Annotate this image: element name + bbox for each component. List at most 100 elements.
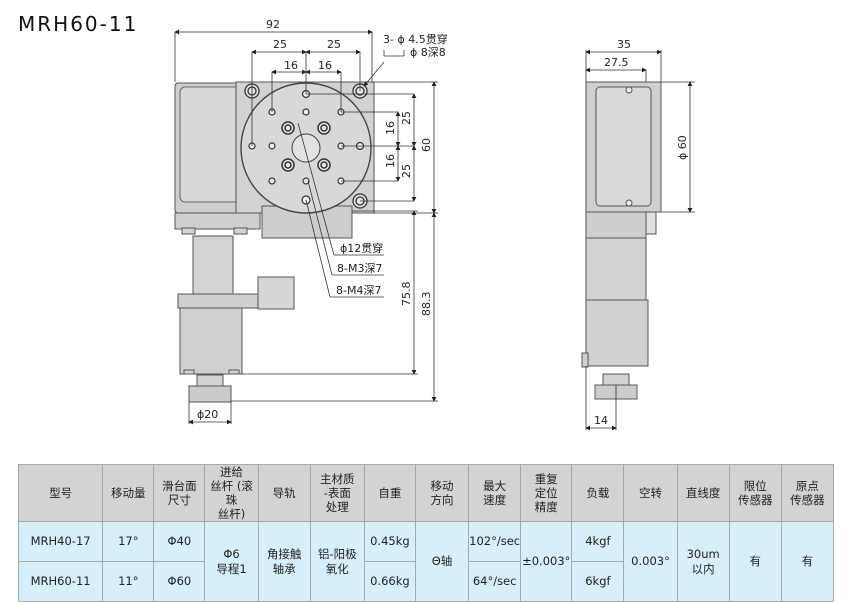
cell-table-size: Φ40	[153, 521, 206, 562]
dim-vert-16-upper: 16	[384, 121, 397, 135]
cell-material: 铝-阳极氧化	[309, 521, 365, 602]
cell-load: 4kgf	[571, 521, 625, 562]
column-header-line: 速度	[483, 493, 507, 507]
column-header: 原点传感器	[780, 464, 835, 522]
cell-travel: 17°	[102, 521, 155, 562]
column-header: 直线度	[676, 464, 730, 522]
dim-92: 92	[266, 18, 280, 31]
dim-vert-25-lower: 25	[400, 164, 413, 178]
guide-line1: 角接触	[266, 546, 302, 561]
column-header-line: 滑台面	[162, 479, 197, 493]
dim-diameter-60: ϕ 60	[676, 135, 689, 160]
column-header-line: 方向	[430, 493, 454, 507]
cell-table-size: Φ60	[153, 561, 206, 602]
callout-mount-holes-2: ϕ 8深8	[410, 46, 446, 59]
column-header: 自重	[363, 464, 416, 522]
dim-vert-16-lower: 16	[384, 154, 397, 168]
column-header-line: 限位	[743, 479, 767, 493]
side-view	[581, 81, 662, 400]
dim-16-right: 16	[318, 59, 332, 72]
column-header-line: 传感器	[738, 493, 773, 507]
column-header: 型号	[17, 464, 104, 522]
column-header: 进给丝杆 (滚珠丝杆)	[204, 464, 259, 522]
cell-weight: 0.66kg	[363, 561, 416, 602]
callout-center-hole: ϕ12贯穿	[340, 241, 383, 255]
column-header-line: 丝杆)	[217, 507, 246, 521]
straightness-value: 30um	[686, 546, 720, 561]
cell-direction: Θ轴	[414, 521, 470, 602]
column-header: 最大速度	[468, 464, 522, 522]
column-header-line: 负载	[586, 486, 610, 500]
column-header: 重复定位精度	[520, 464, 573, 522]
column-header-line: 传感器	[790, 493, 825, 507]
guide-line2: 轴承	[272, 561, 296, 576]
column-header: 滑台面尺寸	[153, 464, 206, 522]
stepper-motor	[179, 307, 243, 375]
straightness-qualifier: 以内	[691, 561, 715, 576]
column-header-line: 处理	[325, 500, 349, 514]
cell-load: 6kgf	[571, 561, 625, 602]
cell-limit-sensor: 有	[728, 521, 782, 602]
lead-screw-pitch: 导程1	[216, 561, 247, 576]
column-header: 移动量	[102, 464, 155, 522]
column-header: 限位传感器	[728, 464, 782, 522]
column-header-line: 型号	[49, 486, 73, 500]
callout-m4: 8-M4深7	[336, 284, 381, 297]
callout-mount-holes-1: 3- ϕ 4.5贯穿	[383, 32, 448, 46]
dim-vert-25-upper: 25	[400, 111, 413, 125]
column-header-line: 自重	[378, 486, 402, 500]
product-title: MRH60-11	[18, 12, 139, 36]
dim-knob-diameter: ϕ20	[197, 408, 218, 421]
dim-16-left: 16	[284, 59, 298, 72]
dim-75-8: 75.8	[400, 282, 413, 307]
cell-model: MRH40-17	[17, 521, 104, 562]
dim-60: 60	[420, 138, 433, 152]
column-header-line: 空转	[639, 486, 663, 500]
column-header-line: 主材质	[320, 472, 355, 486]
column-header: 主材质-表面处理	[309, 464, 365, 522]
column-header-line: 定位	[534, 486, 558, 500]
column-header-line: 重复	[534, 472, 558, 486]
cell-guide: 角接触轴承	[257, 521, 311, 602]
cell-model: MRH60-11	[17, 561, 104, 602]
technical-drawing: 92 25 25 16 16 25 16 16 25 60 75.8 88.3 …	[174, 18, 695, 431]
cell-repeatability: ±0.003°	[520, 521, 573, 602]
column-header-line: -表面	[323, 486, 351, 500]
spec-header-row: 型号移动量滑台面尺寸进给丝杆 (滚珠丝杆)导轨主材质-表面处理自重移动方向最大速…	[17, 464, 835, 522]
column-header-line: 最大	[483, 479, 507, 493]
column-header-line: 移动量	[111, 486, 146, 500]
column-header: 负载	[571, 464, 625, 522]
dim-35: 35	[617, 38, 631, 51]
material-line2: 氧化	[325, 561, 349, 576]
cell-max-speed: 102°/sec	[468, 521, 522, 562]
cell-weight: 0.45kg	[363, 521, 416, 562]
front-view	[174, 81, 375, 403]
column-header-line: 直线度	[685, 486, 721, 500]
column-header-line: 尺寸	[167, 493, 191, 507]
column-header: 空转	[623, 464, 678, 522]
column-header-line: 进给	[220, 465, 244, 479]
column-header-line: 导轨	[272, 486, 296, 500]
material-line1: 铝-阳极	[317, 546, 357, 561]
table-row: MRH60-11 11° Φ60 0.66kg 64°/sec 6kgf	[17, 561, 834, 602]
lead-screw-dia: Φ6	[223, 546, 240, 561]
column-header-line: 原点	[795, 479, 819, 493]
column-header: 导轨	[257, 464, 311, 522]
dim-25-right: 25	[327, 38, 341, 51]
cell-origin-sensor: 有	[780, 521, 835, 602]
adjustment-knob	[188, 385, 232, 403]
dim-27-5: 27.5	[604, 56, 629, 69]
cell-travel: 11°	[102, 561, 155, 602]
column-header-line: 移动	[430, 479, 454, 493]
dim-88-3: 88.3	[420, 292, 433, 317]
spec-table: 型号移动量滑台面尺寸进给丝杆 (滚珠丝杆)导轨主材质-表面处理自重移动方向最大速…	[17, 464, 835, 602]
callout-m3: 8-M3深7	[337, 262, 382, 275]
cell-backlash: 0.003°	[623, 521, 678, 602]
dim-25-left: 25	[273, 38, 287, 51]
column-header: 移动方向	[414, 464, 470, 522]
column-header-line: 丝杆 (滚珠	[210, 479, 253, 507]
column-header-line: 精度	[534, 500, 558, 514]
